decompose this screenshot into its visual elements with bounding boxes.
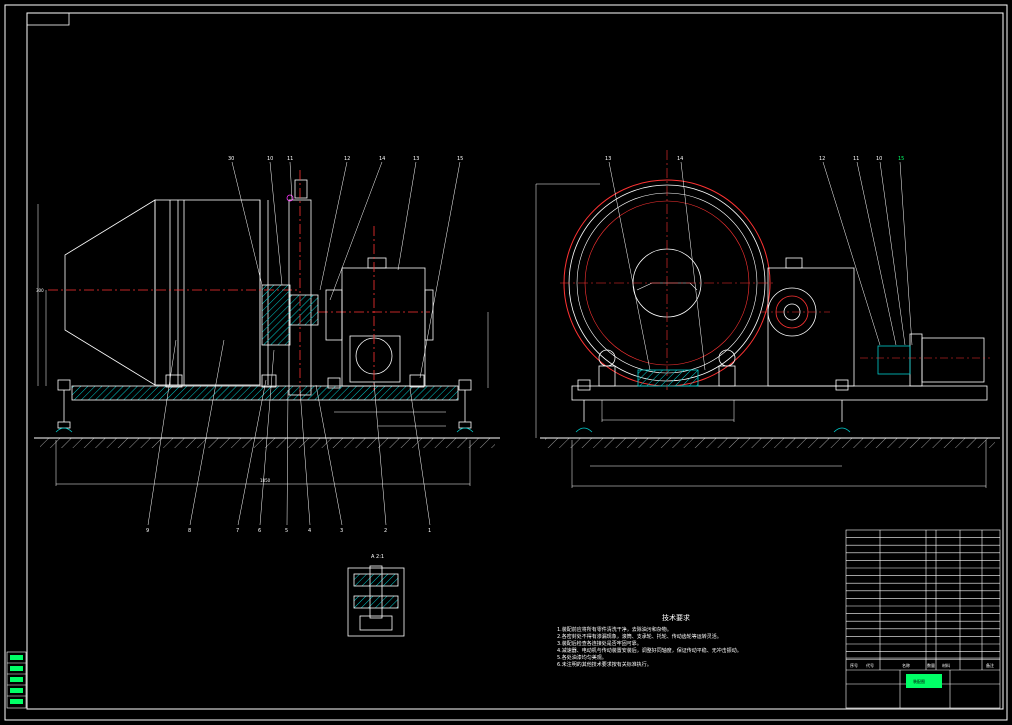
callout-14-right: 14 — [677, 156, 683, 162]
leaders-right-top — [608, 161, 913, 371]
tb-header-no: 序号 — [850, 662, 858, 668]
motor-end — [860, 333, 990, 387]
note-line-5: 5.各处油漆均匀美观。 — [557, 654, 607, 661]
callout-numbers-left-bottom: 9 8 7 6 5 4 3 2 1 — [146, 528, 431, 534]
gear-flange-section — [261, 170, 430, 400]
callout-6-bottom: 6 — [258, 528, 261, 534]
detail-label: A 2:1 — [371, 554, 384, 560]
callout-3-bottom: 3 — [340, 528, 343, 534]
callout-8-bottom: 8 — [188, 528, 191, 534]
dimensions-left — [37, 204, 489, 486]
callout-15-top: 15 — [457, 156, 463, 162]
callout-14-top: 14 — [379, 156, 385, 162]
dim-left-height: 300 — [36, 288, 44, 293]
callout-13-right: 13 — [605, 156, 611, 162]
callout-12-right: 12 — [819, 156, 825, 162]
tb-title-highlight — [906, 674, 942, 688]
callout-15-right: 15 — [898, 156, 904, 162]
adjustable-feet-left — [55, 379, 474, 433]
technical-notes: 技术要求 1.装配前应将所有零件清洗干净，去除油污和杂物。 2.各密封处不得有渗… — [557, 613, 742, 668]
callout-7-bottom: 7 — [236, 528, 239, 534]
callout-1-bottom: 1 — [428, 528, 431, 534]
sheet-frame — [4, 4, 1008, 721]
note-line-3: 3.装配后检查各连接处是否牢固可靠。 — [557, 640, 642, 647]
callout-11-top: 11 — [287, 156, 293, 162]
support-rollers — [598, 349, 736, 387]
ground-hatch-right — [545, 438, 995, 448]
note-line-2: 2.各密封处不得有渗漏现象，滚筒、支承轮、托轮、传动齿轮等运转灵活。 — [557, 633, 722, 640]
base-plate-left — [71, 385, 459, 401]
end-view: 13 14 12 11 10 15 — [535, 150, 1000, 488]
callout-12-top: 12 — [344, 156, 350, 162]
callout-numbers-right-top: 13 14 12 11 10 15 — [605, 156, 904, 162]
tb-header-name: 名称 — [902, 662, 910, 668]
reducer-housing-end — [760, 257, 855, 387]
tb-header-qty: 数量 — [927, 662, 935, 668]
reducer-housing-side — [325, 226, 434, 390]
tb-header-remark: 备注 — [986, 662, 994, 668]
callout-10-right: 10 — [876, 156, 882, 162]
callout-11-right: 11 — [853, 156, 859, 162]
binding-strip — [6, 651, 27, 709]
leaders-left-bottom — [147, 339, 431, 526]
note-line-4: 4.减速器、电动机与传动装置安装后，调整好同轴度，保证传动平稳、无冲击振动。 — [557, 647, 742, 654]
base-bolts-left — [165, 374, 425, 389]
callout-2-bottom: 2 — [384, 528, 387, 534]
note-line-1: 1.装配前应将所有零件清洗干净，去除油污和杂物。 — [557, 626, 672, 633]
tb-title: 装配图 — [913, 678, 925, 684]
callout-9-bottom: 9 — [146, 528, 149, 534]
callout-10-top: 10 — [267, 156, 273, 162]
callout-5-bottom: 5 — [285, 528, 288, 534]
notes-title: 技术要求 — [662, 613, 690, 622]
note-line-6: 6.未注明的其他技术要求按有关标准执行。 — [557, 661, 652, 668]
front-view: 1850 300 30 10 11 12 14 13 15 — [34, 156, 500, 534]
tb-header-code: 代号 — [866, 662, 874, 668]
drum-rings-end — [560, 150, 775, 390]
tb-header-material: 材料 — [942, 662, 950, 668]
adjustable-feet-right — [575, 379, 851, 433]
dimensions-right — [535, 183, 987, 488]
callout-30-top: 30 — [228, 156, 234, 162]
detail-view-a: A 2:1 — [347, 554, 405, 637]
dim-left-length: 1850 — [260, 478, 271, 483]
base-frame-right — [571, 385, 988, 401]
leaders-left-top — [231, 161, 461, 379]
callout-4-bottom: 4 — [308, 528, 311, 534]
ground-hatch-left — [40, 438, 495, 448]
callout-numbers-left-top: 30 10 11 12 14 13 15 — [228, 156, 463, 162]
callout-13-top: 13 — [413, 156, 419, 162]
title-block-text: 序号 代号 名称 数量 材料 备注 装配图 — [850, 662, 994, 688]
